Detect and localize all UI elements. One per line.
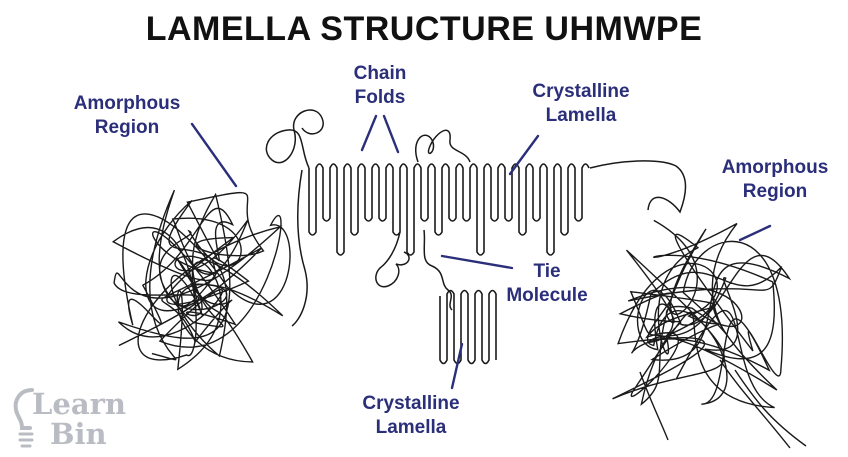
tangled-chains [613,220,790,407]
label-line: Folds [330,86,430,110]
label-line: Crystalline [516,80,646,104]
label-chain-folds: Chain Folds [330,62,430,110]
top-middle-loop [416,130,470,162]
pointer-amorphous-right [740,226,770,240]
crystalline-lamella-top [309,164,589,255]
label-line: Lamella [346,416,476,440]
label-pointers [192,116,770,388]
crystalline-lamella-bottom [440,291,496,364]
logo-word-bin: Bin [50,420,107,449]
label-tie-molecule: Tie Molecule [492,260,602,308]
left-connector [292,170,307,326]
label-crystalline-top: Crystalline Lamella [516,80,646,128]
label-amorphous-left: Amorphous Region [62,92,192,140]
pointer-chain-folds-2 [384,116,398,152]
label-line: Molecule [492,284,602,308]
label-crystalline-bottom: Crystalline Lamella [346,392,476,440]
tangled-chains [113,190,290,369]
amorphous-coil-right [613,220,807,448]
label-amorphous-right: Amorphous Region [710,156,840,204]
label-line: Lamella [516,104,646,128]
label-line: Crystalline [346,392,476,416]
logo-word-learn: Learn [32,390,126,419]
amorphous-coil-left [113,190,290,369]
flower-loop [376,232,409,287]
right-connector [590,161,686,212]
label-line: Amorphous [62,92,192,116]
learnbin-logo: Learn Bin [10,384,150,452]
label-line: Tie [492,260,602,284]
pointer-amorphous-left [192,124,236,186]
label-line: Region [62,116,192,140]
top-left-loop [266,110,323,168]
pointer-chain-folds-1 [362,116,376,150]
lamella-folds [440,291,496,364]
label-line: Amorphous [710,156,840,180]
dangling-chain [720,360,790,448]
label-line: Chain [330,62,430,86]
lamella-folds [309,164,589,255]
label-line: Region [710,180,840,204]
